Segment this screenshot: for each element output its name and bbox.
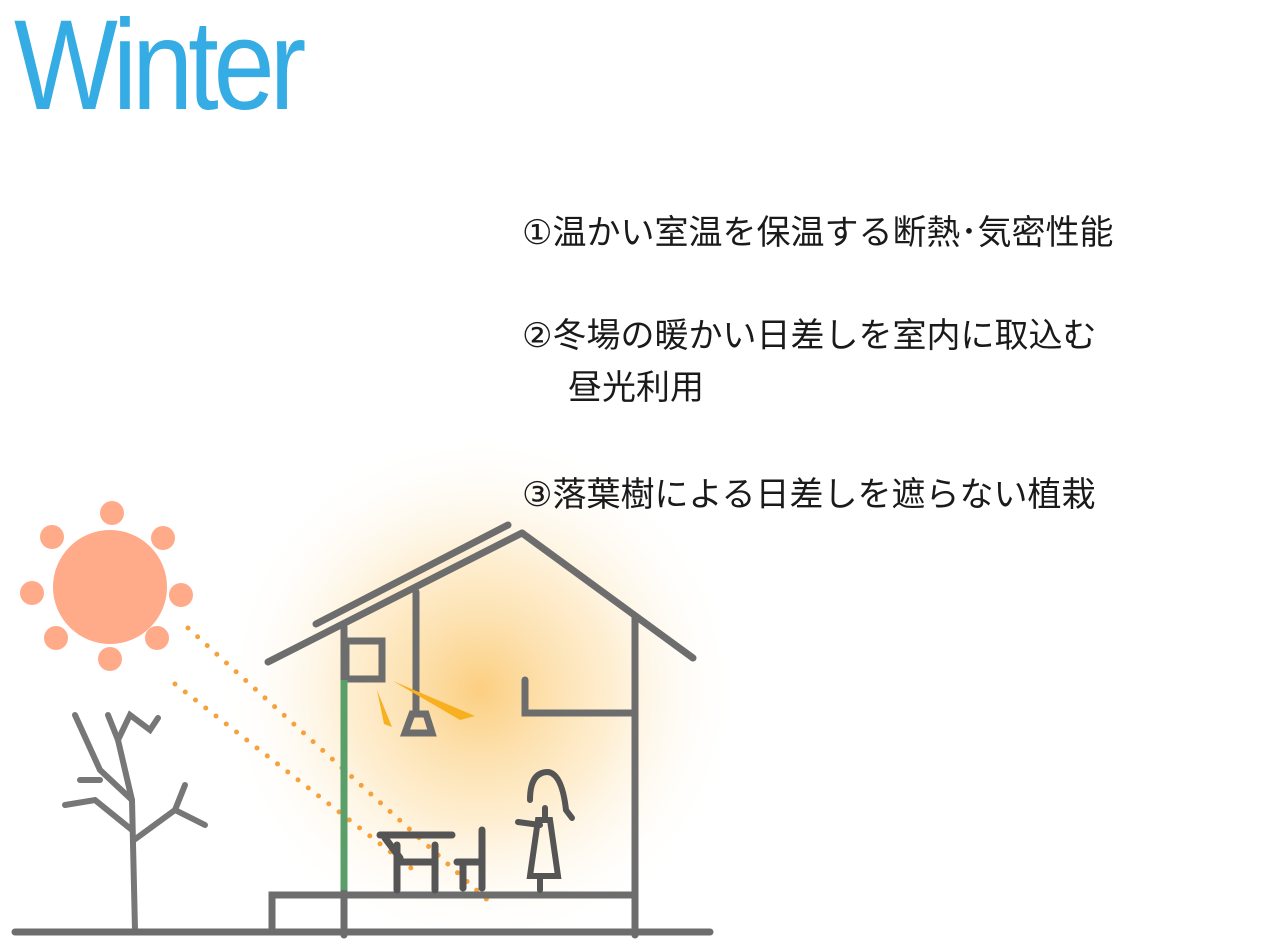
feature-item-insulation: ①温かい室温を保温する断熱･気密性能 bbox=[522, 213, 1114, 253]
sun-icon bbox=[20, 501, 193, 671]
feature-item-daylight-continuation: 昼光利用 bbox=[568, 368, 704, 408]
page-title: Winter bbox=[14, 0, 306, 137]
light-glints bbox=[377, 681, 475, 727]
deciduous-tree bbox=[62, 710, 208, 933]
feature-item-planting: ③落葉樹による日差しを遮らない植栽 bbox=[522, 475, 1096, 515]
table-and-chair bbox=[376, 826, 486, 894]
person-figure bbox=[515, 768, 575, 893]
interior-warm-glow bbox=[220, 430, 740, 946]
house-section bbox=[11, 521, 714, 939]
feature-item-daylight: ②冬場の暖かい日差しを室内に取込む bbox=[522, 316, 1097, 356]
